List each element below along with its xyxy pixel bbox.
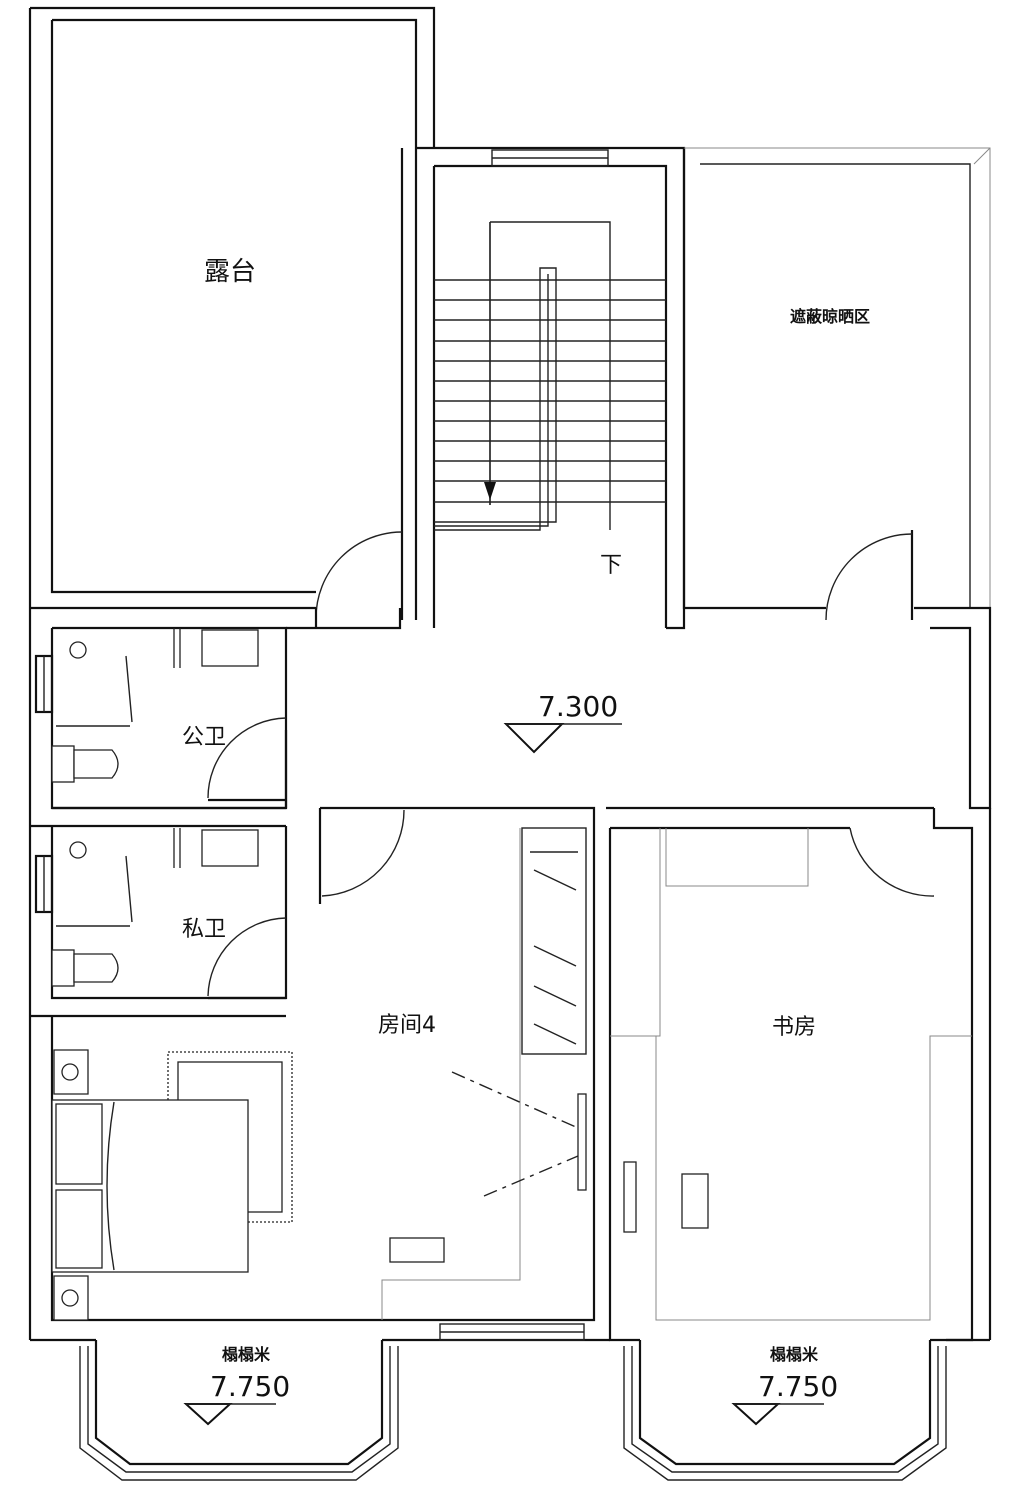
desk-icon (681, 1173, 709, 1229)
sink-icon (201, 629, 259, 667)
stair-direction-label: 下 (600, 553, 622, 578)
sink-icon (201, 829, 259, 867)
study-label: 书房 (772, 1015, 816, 1040)
bay-left-elevation: 7.750 (210, 1370, 290, 1403)
elevation-marker-icon (183, 1403, 233, 1426)
drying-area-label: 遮蔽晾晒区 (790, 307, 870, 326)
study-room: 书房 (608, 808, 992, 1342)
stair-treads (434, 279, 666, 503)
wardrobe-hangers (530, 851, 578, 1045)
hall-elevation: 7.300 (538, 690, 618, 723)
toilet-icon (73, 749, 119, 779)
public-bathroom: 公卫 (28, 608, 288, 1340)
wardrobe-icon (521, 827, 587, 1055)
bay-left-label: 榻榻米 (222, 1345, 271, 1364)
shelf-icon (623, 1161, 637, 1233)
elevation-marker-icon (731, 1403, 781, 1426)
room4-label: 房间4 (378, 1013, 436, 1038)
room-4: 房间4 (50, 806, 596, 1322)
toilet-icon (73, 953, 119, 983)
drying-area (682, 147, 992, 810)
private-bath-label: 私卫 (182, 917, 226, 942)
stair-arrow-icon (484, 482, 496, 500)
shower-head-icon (69, 641, 87, 659)
bay-window-right: 榻榻米 7.750 (623, 1338, 990, 1481)
public-bath-label: 公卫 (182, 725, 226, 750)
bay-window-left: 榻榻米 7.750 (30, 1323, 610, 1481)
bay-right-label: 榻榻米 (770, 1345, 819, 1364)
tv-icon (577, 1093, 587, 1191)
terrace-area (28, 6, 436, 620)
shower-head-icon (69, 841, 87, 859)
stairwell: 下 (416, 146, 686, 628)
private-bathroom: 私卫 (30, 826, 288, 1018)
elevation-marker-icon (503, 723, 565, 754)
terrace-label: 露台 (204, 257, 256, 287)
bay-right-elevation: 7.750 (758, 1370, 838, 1403)
hallway: 7.300 (286, 531, 934, 828)
